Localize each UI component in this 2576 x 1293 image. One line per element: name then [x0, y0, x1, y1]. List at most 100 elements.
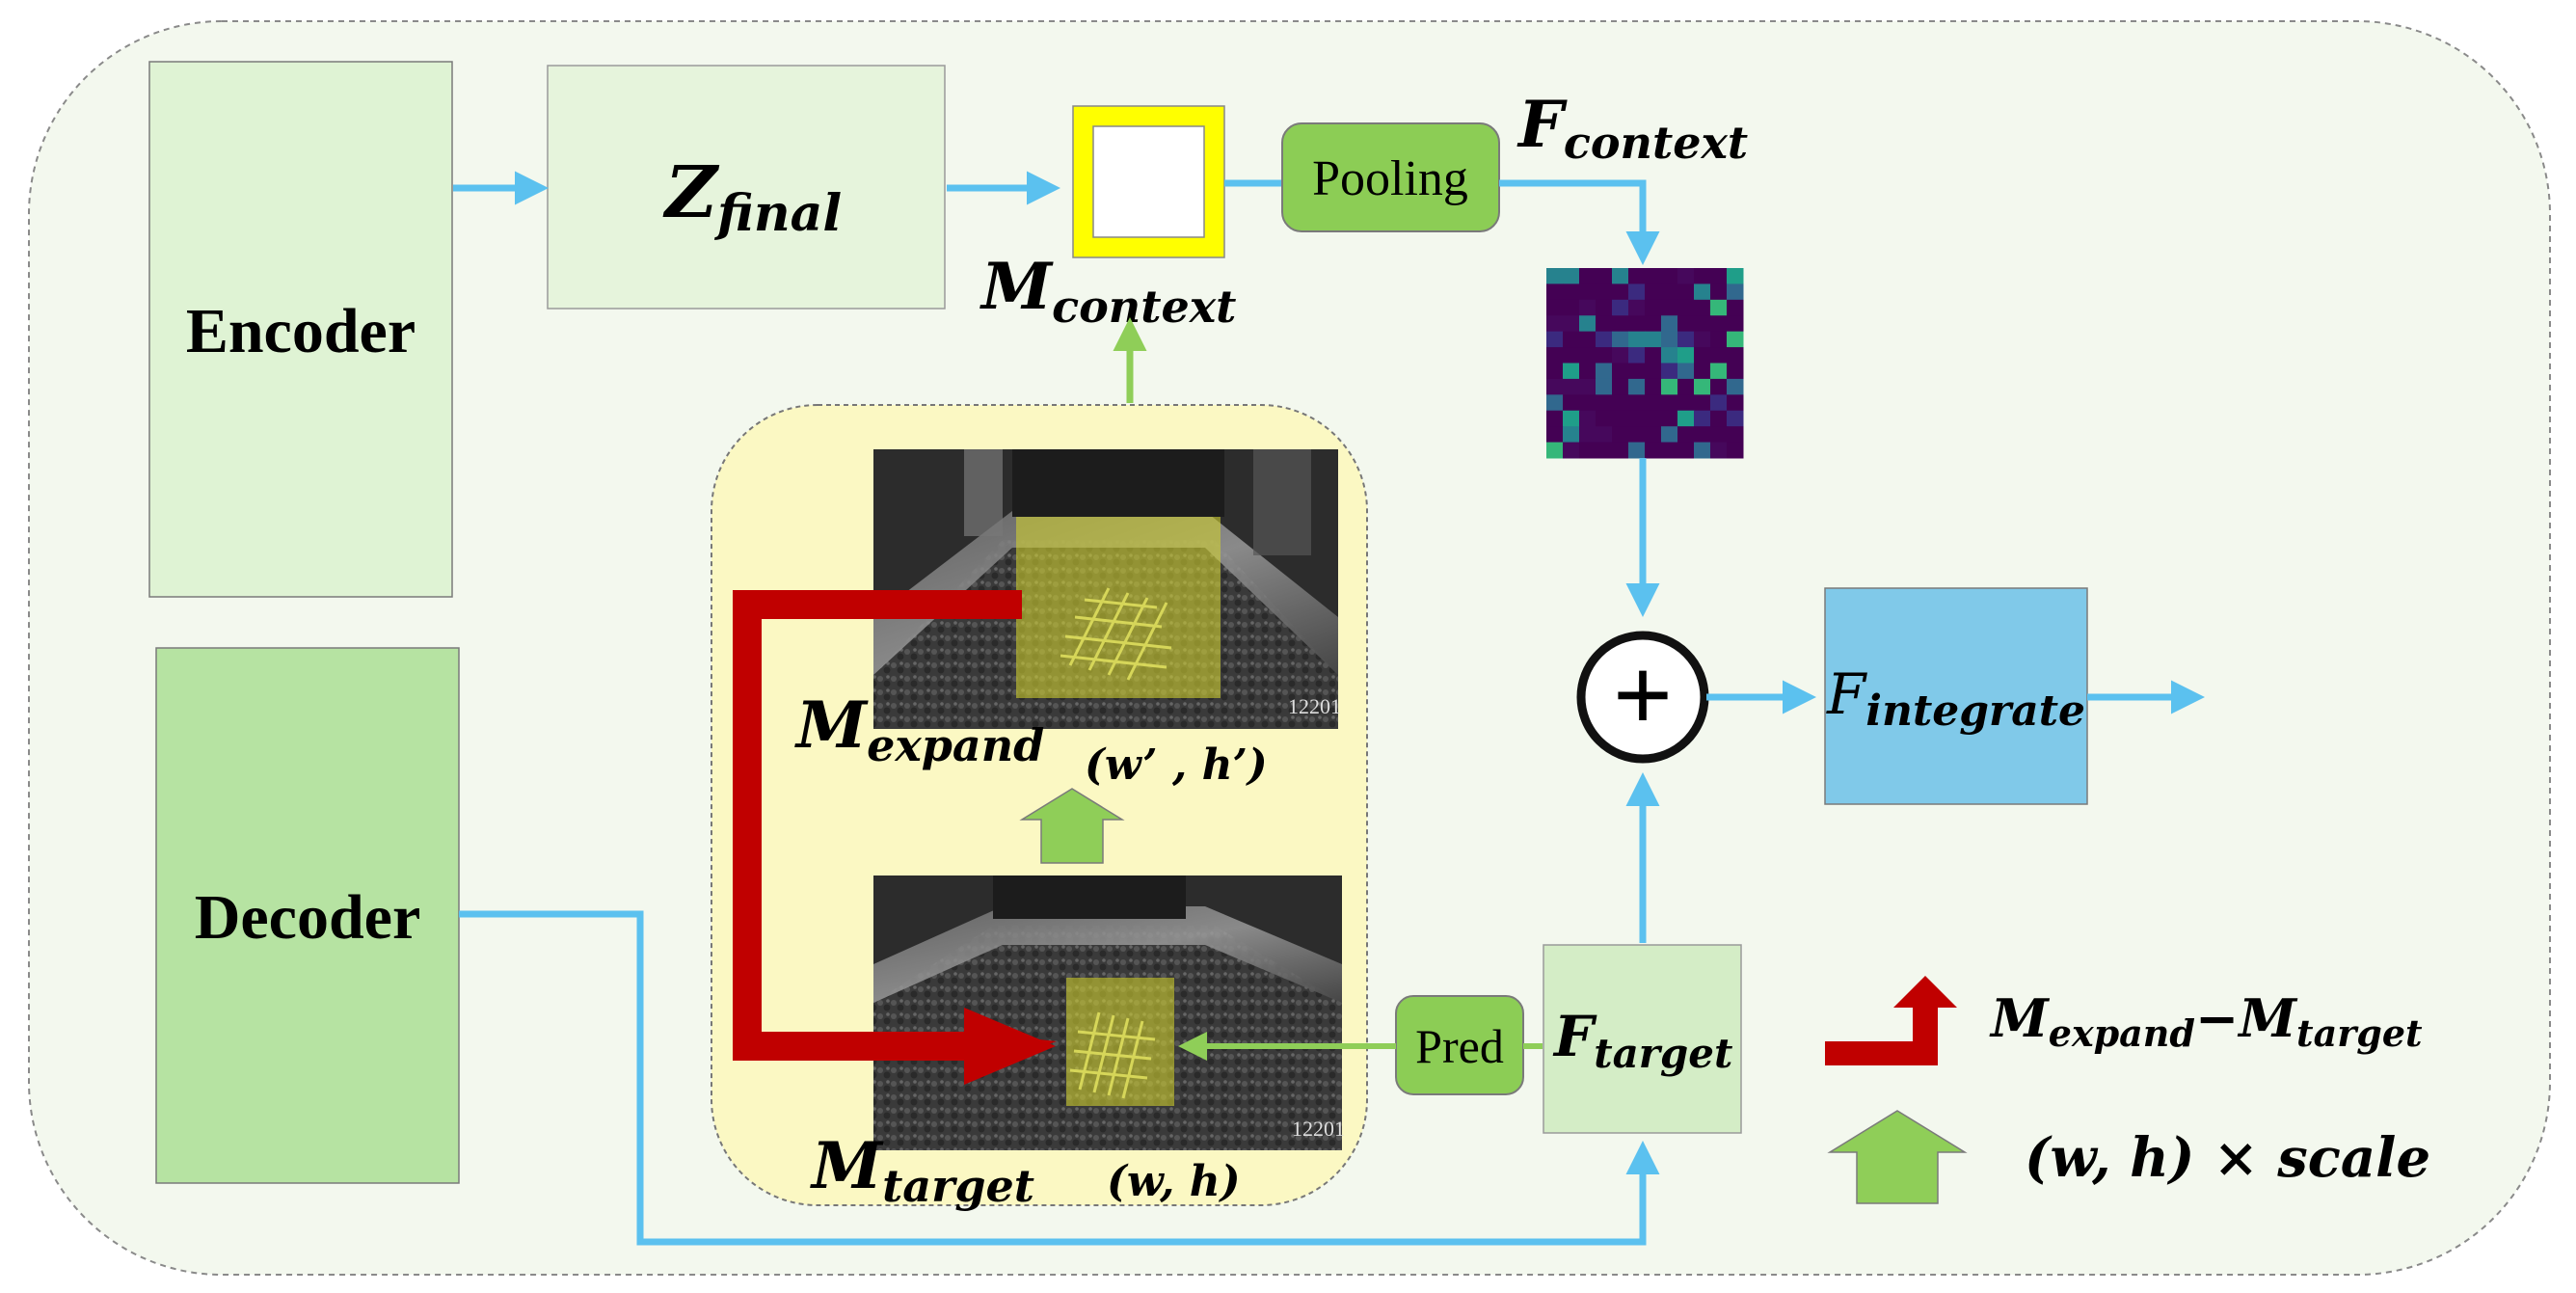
heatmap-cell	[1645, 347, 1662, 364]
pooling-to-heatmap-arrow	[1499, 179, 1660, 265]
decoder-to-ftarget-arrow	[459, 910, 1660, 1246]
heatmap-cell	[1694, 283, 1711, 301]
heatmap-cell	[1710, 442, 1728, 459]
f-target-block: Ftarget	[1543, 944, 1742, 1134]
heatmap-cell	[1612, 315, 1629, 333]
heatmap-cell	[1710, 347, 1728, 364]
heatmap-cell	[1596, 363, 1613, 380]
m-context-mask	[1072, 105, 1225, 258]
decoder-block: Decoder	[155, 647, 460, 1184]
f-integrate-label: Fintegrate	[1826, 661, 2085, 736]
heatmap-cell	[1645, 283, 1662, 301]
pooling-block: Pooling	[1281, 122, 1500, 232]
heatmap-cell	[1727, 331, 1744, 348]
heatmap-cell	[1579, 315, 1597, 333]
heatmap-cell	[1563, 268, 1580, 284]
heatmap-cell	[1596, 268, 1613, 284]
heatmap-cell	[1694, 442, 1711, 459]
heatmap-cell	[1645, 268, 1662, 284]
heatmap-cell	[1596, 410, 1613, 427]
heatmap-cell	[1727, 426, 1744, 444]
heatmap-cell	[1612, 442, 1629, 459]
heatmap-cell	[1694, 268, 1711, 284]
heatmap-cell	[1710, 426, 1728, 444]
heatmap-cell	[1628, 410, 1646, 427]
heatmap-cell	[1596, 394, 1613, 412]
expand-mask-overlay	[1016, 517, 1221, 698]
heatmap-cell	[1727, 283, 1744, 301]
heatmap-cell	[1727, 299, 1744, 316]
heatmap-cell	[1628, 268, 1646, 284]
heatmap-cell	[1677, 426, 1695, 444]
heatmap-cell	[1694, 363, 1711, 380]
heatmap-cell	[1661, 410, 1678, 427]
heatmap-cell	[1661, 331, 1678, 348]
heatmap-cell	[1596, 331, 1613, 348]
f-context-heatmap	[1546, 268, 1744, 459]
red-arrow-bottom	[733, 1032, 974, 1061]
heatmap-cell	[1677, 410, 1695, 427]
heatmap-cell	[1677, 394, 1695, 412]
heatmap-cell	[1727, 394, 1744, 412]
legend: Mexpand−Mtarget (w, h) × scale	[1825, 976, 2430, 1204]
heatmap-cell	[1645, 315, 1662, 333]
heatmap-cell	[1563, 347, 1580, 364]
heatmap-cell	[1645, 394, 1662, 412]
heatmap-cell	[1645, 426, 1662, 444]
z-final-label: Zfinal	[662, 151, 842, 243]
heatmap-cell	[1661, 268, 1678, 284]
heatmap-cell	[1596, 315, 1613, 333]
heatmap-cell	[1694, 426, 1711, 444]
heatmap-cell	[1710, 299, 1728, 316]
heatmap-cell	[1677, 347, 1695, 364]
scale-up-arrow	[1019, 788, 1125, 864]
heatmap-cell	[1694, 394, 1711, 412]
heatmap-cell	[1628, 363, 1646, 380]
heatmap-cell	[1677, 299, 1695, 316]
heatmap-cell	[1645, 363, 1662, 380]
heatmap-cell	[1645, 442, 1662, 459]
m-expand-label: Mexpand	[794, 687, 1044, 771]
heatmap-cell	[1596, 283, 1613, 301]
red-arrow-vertical	[733, 590, 762, 1061]
pooling-label: Pooling	[1312, 151, 1468, 206]
heatmap-cell	[1645, 299, 1662, 316]
heatmap-cell	[1612, 283, 1629, 301]
heatmap-cell	[1661, 363, 1678, 380]
heatmap-cell	[1546, 410, 1564, 427]
legend-green-arrow-icon	[1827, 1110, 1968, 1204]
heatmap-cell	[1563, 315, 1580, 333]
heatmap-cell	[1677, 378, 1695, 395]
heatmap-cell	[1710, 315, 1728, 333]
heatmap-cell	[1677, 268, 1695, 284]
heatmap-cell	[1546, 394, 1564, 412]
heatmap-cell	[1628, 378, 1646, 395]
heatmap-cell	[1563, 299, 1580, 316]
frame-number-bottom: 12201	[1292, 1117, 1345, 1141]
f-context-label: Fcontext	[1516, 87, 1748, 169]
heatmap-cell	[1677, 363, 1695, 380]
heatmap-cell	[1596, 299, 1613, 316]
heatmap-cell	[1596, 426, 1613, 444]
heatmap-cell	[1612, 347, 1629, 364]
f-target-label: Ftarget	[1552, 1004, 1732, 1077]
add-operator: +	[1576, 631, 1709, 764]
heatmap-cell	[1612, 268, 1629, 284]
heatmap-cell	[1694, 378, 1711, 395]
heatmap-cell	[1661, 347, 1678, 364]
heatmap-cell	[1661, 394, 1678, 412]
heatmap-cell	[1546, 426, 1564, 444]
heatmap-cell	[1727, 442, 1744, 459]
heatmap-cell	[1546, 315, 1564, 333]
heatmap-cell	[1727, 268, 1744, 284]
heatmap-cell	[1677, 331, 1695, 348]
heatmap-cell	[1710, 283, 1728, 301]
heatmap-cell	[1677, 315, 1695, 333]
heatmap-cell	[1612, 426, 1629, 444]
heatmap-cell	[1677, 283, 1695, 301]
target-image: 12201	[873, 875, 1345, 1150]
legend-red-label: Mexpand−Mtarget	[1989, 987, 2423, 1055]
heatmap-cell	[1546, 347, 1564, 364]
heatmap-cell	[1694, 410, 1711, 427]
legend-green-label: (w, h) × scale	[2025, 1126, 2430, 1190]
